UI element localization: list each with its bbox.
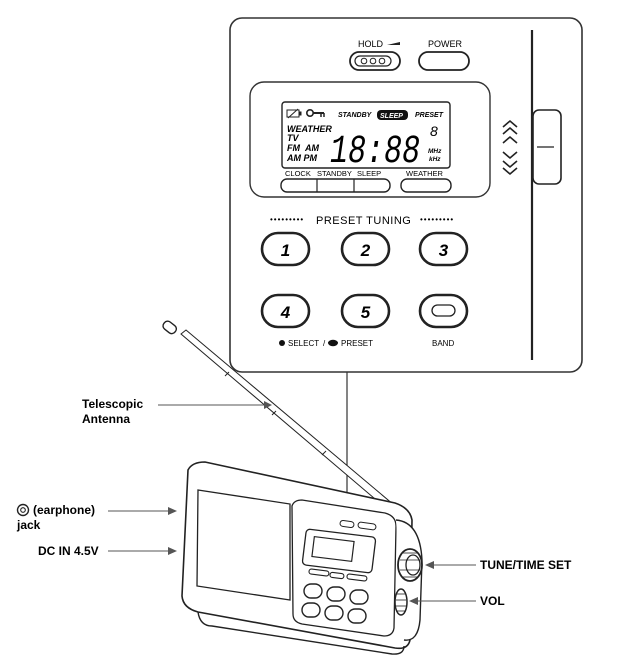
preset-2-label: 2 [360,241,371,260]
preset-1-label: 1 [281,241,290,260]
hold-arrow-icon [387,42,400,45]
clock-label: CLOCK [285,169,311,178]
preset-oval-icon [328,339,338,347]
lcd-digits: 18:88 [330,130,420,175]
lcd-screen [281,101,451,169]
lcd-ampm: AM PM [286,153,318,163]
sleep-label: SLEEP [357,169,381,178]
tune-label: TUNE/TIME SET [480,558,572,572]
earphone-icon [16,503,30,517]
lcd-standby: STANDBY [338,112,373,119]
preset-dots-left: ••••••••• [270,215,304,224]
hold-label: HOLD [358,39,384,49]
volume-wheel[interactable] [394,588,408,616]
select-slash: / [323,339,326,348]
preset-button-1[interactable]: 1 [260,231,311,267]
preset-button-5[interactable]: 5 [340,293,391,329]
earphone-label-line1: (earphone) [33,503,96,517]
power-label: POWER [428,39,463,49]
lcd-small-digit: 8 [430,123,438,139]
vol-leader [409,597,476,605]
tune-leader [425,561,476,569]
lcd-fm: FM [287,143,300,153]
lcd-weather: WEATHER [287,124,332,134]
speaker-panel [196,489,291,601]
clock-standby-sleep-strip [280,178,391,193]
vol-label: VOL [480,594,505,608]
band-label: BAND [432,339,454,348]
hold-switch-slider [354,55,392,67]
preset-3-label: 3 [439,241,449,260]
battery-icon [286,108,302,119]
tune-arrows-icon [502,119,518,176]
antenna-label-line1: Telescopic [82,397,144,411]
band-button[interactable] [418,293,469,329]
dcin-label: DC IN 4.5V [38,544,99,558]
lcd-sleep-badge [377,110,408,120]
earphone-label-line2: jack [17,518,41,532]
preset-button-3[interactable]: 3 [418,231,469,267]
key-icon [305,109,325,118]
preset-word-label: PRESET [341,339,373,348]
weather-label: WEATHER [406,169,444,178]
power-button[interactable] [418,51,470,71]
antenna-leader [158,401,272,409]
select-label: SELECT [288,339,319,348]
weather-button[interactable] [400,178,452,193]
earphone-leader [108,507,177,515]
lcd-sleep: SLEEP [380,113,403,120]
preset-button-4[interactable]: 4 [260,293,311,329]
tune-dial-icon[interactable] [397,548,423,582]
radio-mini-buttons [301,583,369,624]
antenna-label-line2: Antenna [82,412,130,426]
radio-base [197,611,405,655]
preset-5-label: 5 [361,303,371,322]
select-dot-icon [279,340,285,346]
preset-4-label: 4 [280,303,291,322]
lcd-tv: TV [287,133,299,143]
standby-label: STANDBY [317,169,352,178]
dcin-leader [108,547,177,555]
lcd-preset: PRESET [415,112,444,119]
preset-dots-right: ••••••••• [420,215,454,224]
preset-button-2[interactable]: 2 [340,231,391,267]
lcd-mhz: MHz [428,148,442,155]
lcd-am: AM [304,143,319,153]
lcd-khz: kHz [429,156,441,163]
preset-tuning-label: PRESET TUNING [316,215,411,227]
